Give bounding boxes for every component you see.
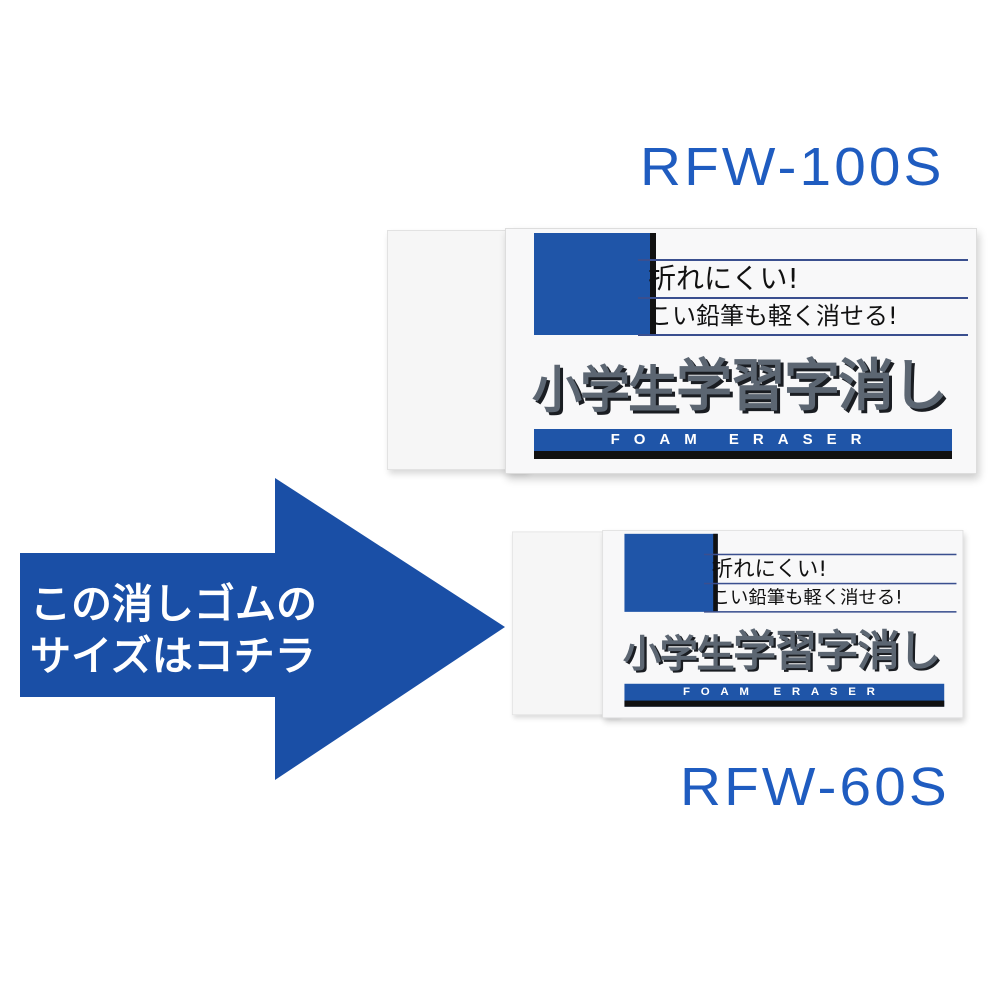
eraser-rubber: [512, 531, 620, 716]
blue-square: [624, 533, 718, 612]
blue-square: [534, 233, 656, 335]
divider: [704, 582, 957, 585]
divider: [638, 297, 968, 299]
foam-eraser-band: FOAM ERASER: [534, 429, 952, 459]
title-small: 小学生: [532, 361, 678, 419]
eraser-sleeve: 折れにくい! こい鉛筆も軽く消せる! 小学生学習字消し FOAM ERASER: [505, 228, 977, 474]
divider: [704, 553, 957, 556]
tagline-1: 折れにくい!: [648, 262, 799, 295]
arrow-line-1: この消しゴムの: [30, 580, 317, 628]
tagline-2: こい鉛筆も軽く消せる!: [711, 586, 903, 609]
divider: [704, 611, 957, 613]
model-label-small: RFW-60S: [680, 757, 950, 817]
title-small: 小学生: [622, 631, 735, 677]
foam-eraser-band: FOAM ERASER: [624, 683, 945, 707]
model-label-large: RFW-100S: [640, 137, 945, 197]
title-big: 学習字消し: [733, 626, 941, 677]
eraser-rubber: [387, 230, 527, 470]
eraser-small: 折れにくい! こい鉛筆も軽く消せる! 小学生学習字消し FOAM ERASER: [512, 530, 964, 720]
eraser-sleeve: 折れにくい! こい鉛筆も軽く消せる! 小学生学習字消し FOAM ERASER: [602, 530, 964, 719]
eraser-large: 折れにくい! こい鉛筆も軽く消せる! 小学生学習字消し FOAM ERASER: [387, 228, 977, 476]
arrow-shape: [20, 478, 505, 780]
arrow-text: この消しゴムの サイズはコチラ: [30, 578, 317, 682]
arrow-line-2: サイズはコチラ: [30, 632, 316, 680]
tagline-1: 折れにくい!: [711, 556, 827, 582]
tagline-2: こい鉛筆も軽く消せる!: [648, 302, 898, 330]
divider: [638, 259, 968, 261]
divider: [638, 334, 968, 336]
product-title: 小学生学習字消し: [622, 626, 941, 679]
product-title: 小学生学習字消し: [532, 354, 948, 423]
title-big: 学習字消し: [676, 354, 948, 419]
